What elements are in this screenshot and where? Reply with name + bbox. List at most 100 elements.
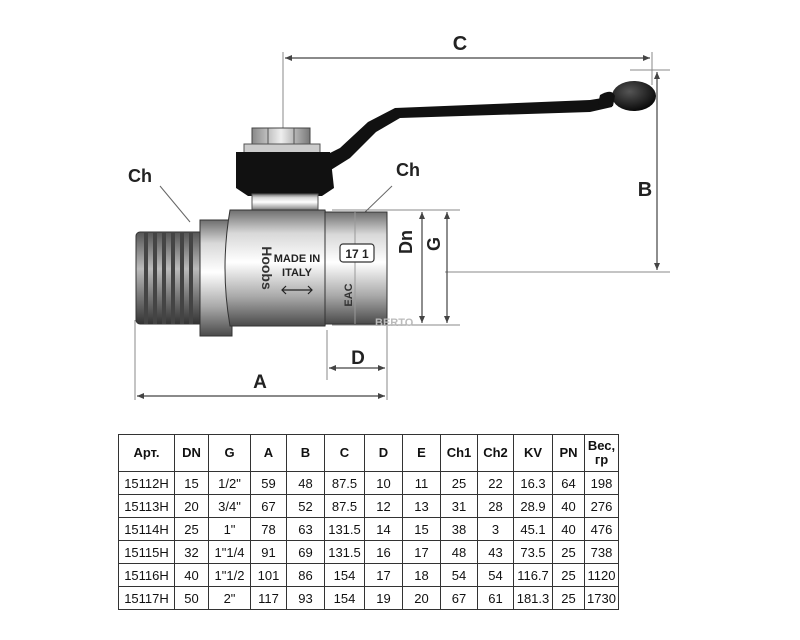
table-cell: 12 xyxy=(364,494,403,518)
valve-drawing: Hoobs MADE IN ITALY 17 1 EAC BERTO C B C… xyxy=(128,33,670,400)
table-row: 15112H 15 1/2" 59 48 87.5 10 11 25 22 16… xyxy=(118,471,619,495)
header-cell: KV xyxy=(513,434,553,472)
table-cell: 28.9 xyxy=(513,494,553,518)
table-cell: 93 xyxy=(286,586,325,610)
table-cell: 18 xyxy=(402,563,441,587)
table-cell: 1120 xyxy=(584,563,619,587)
table-cell: 25 xyxy=(174,517,209,541)
table-row: 15117H 50 2" 117 93 154 19 20 67 61 181.… xyxy=(118,586,619,610)
table-cell: 131.5 xyxy=(324,517,365,541)
table-cell: 101 xyxy=(250,563,287,587)
table-cell: 31 xyxy=(440,494,478,518)
table-cell: 3 xyxy=(477,517,514,541)
header-cell: C xyxy=(324,434,365,472)
table-cell: 52 xyxy=(286,494,325,518)
table-cell: 25 xyxy=(440,471,478,495)
table-cell: 131.5 xyxy=(324,540,365,564)
table-cell: 48 xyxy=(440,540,478,564)
dim-label-dn: Dn xyxy=(396,230,416,254)
dim-label-a: A xyxy=(253,372,267,393)
header-cell: A xyxy=(250,434,287,472)
table-cell: 54 xyxy=(440,563,478,587)
table-cell: 25 xyxy=(552,563,585,587)
dimension-lines xyxy=(137,55,660,399)
table-cell: 11 xyxy=(402,471,441,495)
table-cell: 32 xyxy=(174,540,209,564)
spec-table: Арт. DN G A B C D E Ch1 Ch2 KV PN Вес, г… xyxy=(118,434,619,610)
watermark: BERTO xyxy=(375,317,414,329)
valve-neck xyxy=(251,193,319,213)
dim-label-ch-left: Ch xyxy=(128,166,152,186)
table-cell: 116.7 xyxy=(513,563,553,587)
table-row: 15113H 20 3/4" 67 52 87.5 12 13 31 28 28… xyxy=(118,494,619,518)
dim-label-b: B xyxy=(638,179,652,201)
table-cell: 14 xyxy=(364,517,403,541)
table-cell: 3/4" xyxy=(208,494,251,518)
table-cell: 25 xyxy=(552,540,585,564)
header-cell: B xyxy=(286,434,325,472)
brand-mark: Hoobs xyxy=(259,246,275,290)
table-cell: 61 xyxy=(477,586,514,610)
table-cell: 1"1/4 xyxy=(208,540,251,564)
stem-nut xyxy=(243,127,321,155)
table-cell: 16.3 xyxy=(513,471,553,495)
dim-label-ch-right: Ch xyxy=(396,160,420,180)
table-cell: 28 xyxy=(477,494,514,518)
lever-handle xyxy=(300,81,656,178)
table-cell: 91 xyxy=(250,540,287,564)
valve-body xyxy=(224,209,331,327)
table-row: 15114H 25 1" 78 63 131.5 14 15 38 3 45.1… xyxy=(118,517,619,541)
table-cell: 15114H xyxy=(118,517,175,541)
size-mark: 17 1 xyxy=(345,247,369,261)
table-cell: 67 xyxy=(440,586,478,610)
table-cell: 64 xyxy=(552,471,585,495)
table-cell: 10 xyxy=(364,471,403,495)
table-cell: 17 xyxy=(402,540,441,564)
table-row: 15115H 32 1"1/4 91 69 131.5 16 17 48 43 … xyxy=(118,540,619,564)
table-cell: 15116H xyxy=(118,563,175,587)
table-cell: 67 xyxy=(250,494,287,518)
table-cell: 19 xyxy=(364,586,403,610)
table-cell: 476 xyxy=(584,517,619,541)
ch-leaders xyxy=(159,185,393,223)
cert-mark: EAC xyxy=(343,283,355,306)
table-cell: 1/2" xyxy=(208,471,251,495)
dim-label-c: C xyxy=(453,33,467,55)
table-cell: 63 xyxy=(286,517,325,541)
table-cell: 38 xyxy=(440,517,478,541)
table-row: 15116H 40 1"1/2 101 86 154 17 18 54 54 1… xyxy=(118,563,619,587)
table-cell: 40 xyxy=(174,563,209,587)
header-cell: Арт. xyxy=(118,434,175,472)
table-cell: 15115H xyxy=(118,540,175,564)
made-in-text-1: MADE IN xyxy=(274,253,321,265)
table-cell: 15112H xyxy=(118,471,175,495)
table-cell: 17 xyxy=(364,563,403,587)
table-cell: 15 xyxy=(174,471,209,495)
table-cell: 13 xyxy=(402,494,441,518)
table-cell: 15117H xyxy=(118,586,175,610)
made-in-text-2: ITALY xyxy=(282,267,313,279)
header-cell: PN xyxy=(552,434,585,472)
header-cell: Вес, гр xyxy=(584,434,619,472)
table-cell: 40 xyxy=(552,517,585,541)
table-cell: 86 xyxy=(286,563,325,587)
table-cell: 1" xyxy=(208,517,251,541)
header-cell: E xyxy=(402,434,441,472)
extension-lines xyxy=(134,52,670,400)
flow-arrow-icon xyxy=(281,285,313,295)
table-cell: 43 xyxy=(477,540,514,564)
table-cell: 16 xyxy=(364,540,403,564)
table-cell: 25 xyxy=(552,586,585,610)
table-cell: 87.5 xyxy=(324,471,365,495)
table-cell: 198 xyxy=(584,471,619,495)
header-cell: Ch1 xyxy=(440,434,478,472)
table-cell: 2" xyxy=(208,586,251,610)
table-cell: 45.1 xyxy=(513,517,553,541)
size-mark-box xyxy=(339,243,375,263)
table-cell: 69 xyxy=(286,540,325,564)
table-cell: 181.3 xyxy=(513,586,553,610)
table-cell: 1730 xyxy=(584,586,619,610)
table-cell: 154 xyxy=(324,586,365,610)
table-cell: 117 xyxy=(250,586,287,610)
header-cell: G xyxy=(208,434,251,472)
